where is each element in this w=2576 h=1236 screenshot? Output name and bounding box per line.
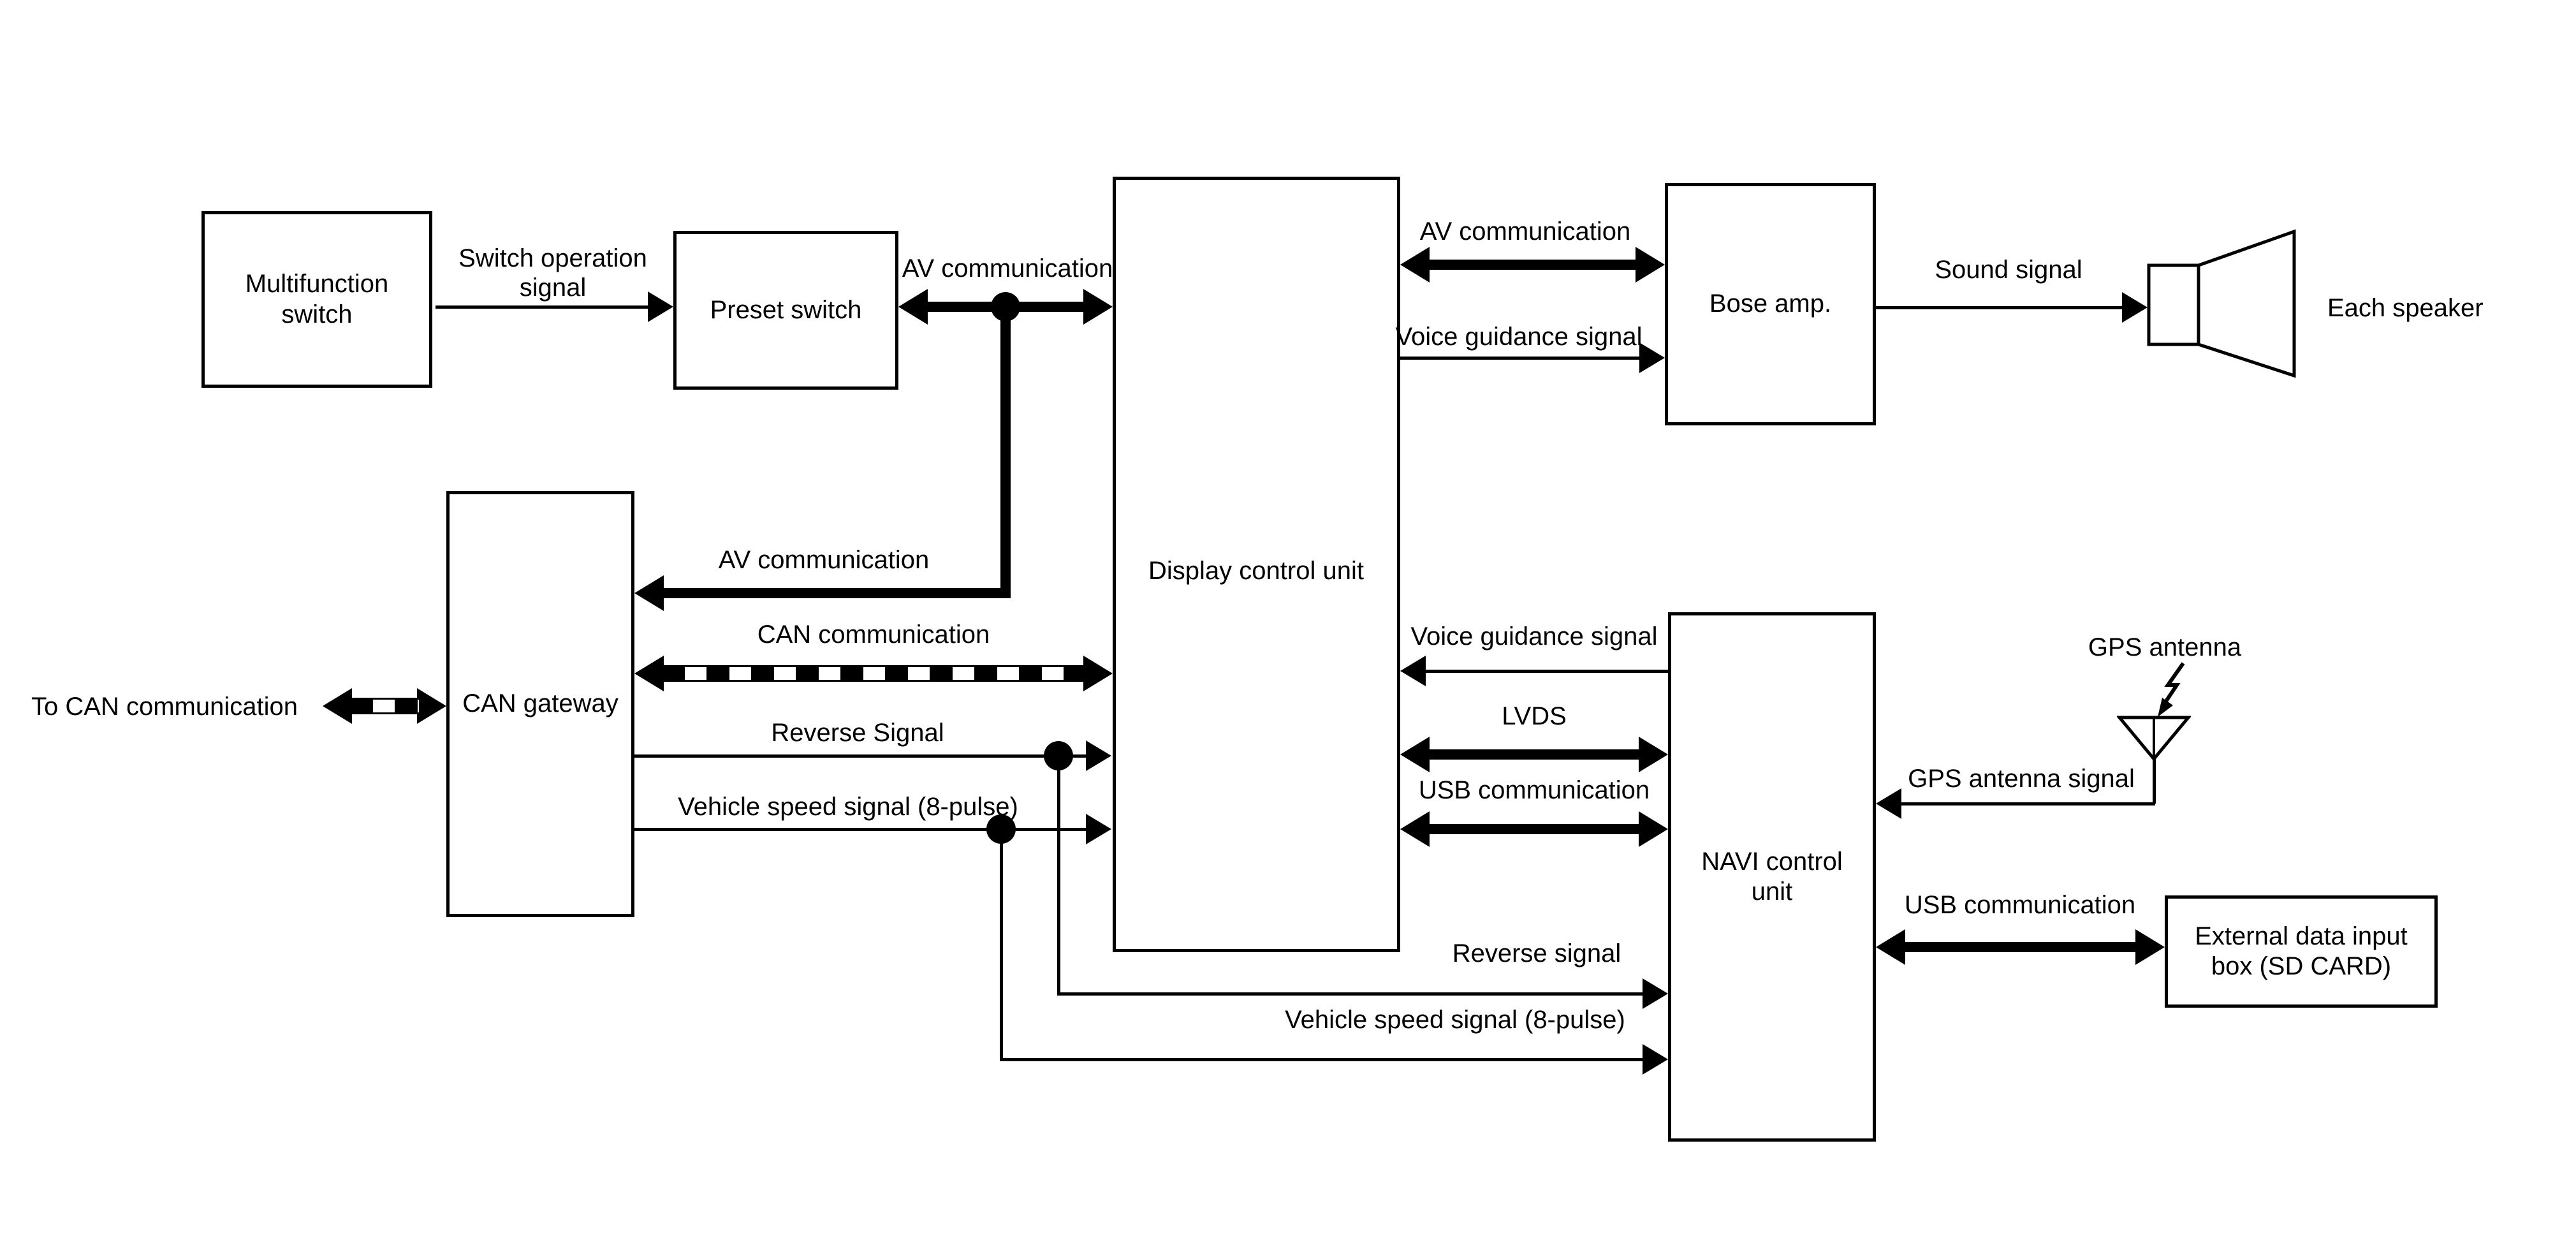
av-bose-arrowhead-right-icon <box>1636 247 1665 283</box>
gps-antenna-stem-line <box>2153 759 2156 804</box>
vehicle-speed-bottom-label: Vehicle speed signal (8-pulse) <box>1285 1006 1625 1034</box>
reverse-branch-vertical-line <box>1057 756 1060 995</box>
lvds-arrowhead-right-icon <box>1639 737 1668 772</box>
av-branch-vertical-line <box>1000 302 1011 598</box>
gps-antenna-icon <box>2117 716 2191 761</box>
reverse-branch-arrowhead-icon <box>1643 978 1668 1009</box>
to-can-arrowhead-left-icon <box>323 688 352 724</box>
to-can-dashed-line <box>348 698 421 714</box>
av-preset-arrowhead-right-icon <box>1083 289 1113 325</box>
speaker-icon <box>2144 227 2301 380</box>
can-comm-arrowhead-left-icon <box>634 656 664 691</box>
usb-navi-arrowhead-left-icon <box>1400 811 1430 847</box>
av-preset-arrowhead-left-icon <box>898 289 928 325</box>
usb-external-arrowhead-left-icon <box>1876 929 1905 965</box>
display-control-unit-label: Display control unit <box>1148 557 1364 585</box>
switch-operation-arrowhead-icon <box>648 291 673 322</box>
gps-signal-arrowhead-icon <box>1876 788 1901 819</box>
voice-navi-line <box>1426 670 1668 673</box>
reverse-signal-bottom-label: Reverse signal <box>1452 939 1621 967</box>
vehicle-branch-vertical-line <box>1000 829 1003 1061</box>
lvds-label: LVDS <box>1502 702 1567 730</box>
bose-amp-box: Bose amp. <box>1665 183 1876 425</box>
av-gateway-label: AV communication <box>718 546 930 574</box>
lightning-arrow-icon <box>2146 661 2197 718</box>
voice-navi-label: Voice guidance signal <box>1410 622 1658 651</box>
usb-external-label: USB communication <box>1904 891 2136 919</box>
voice-bose-arrowhead-icon <box>1639 342 1665 373</box>
av-bose-arrowhead-left-icon <box>1400 247 1430 283</box>
usb-navi-line <box>1426 824 1643 834</box>
voice-bose-line <box>1400 357 1639 360</box>
preset-switch-box: Preset switch <box>673 231 898 390</box>
gps-signal-line <box>1901 802 2155 806</box>
usb-navi-arrowhead-right-icon <box>1639 811 1668 847</box>
gps-signal-label: GPS antenna signal <box>1908 765 2135 793</box>
vehicle-speed-top-label: Vehicle speed signal (8-pulse) <box>678 793 1018 821</box>
lvds-arrowhead-left-icon <box>1400 737 1430 772</box>
to-can-arrowhead-right-icon <box>417 688 446 724</box>
usb-external-line <box>1901 942 2139 952</box>
multifunction-switch-box: Multifunction switch <box>201 211 432 388</box>
vehicle-speed-arrowhead-icon <box>1086 814 1111 844</box>
usb-navi-label: USB communication <box>1418 776 1650 804</box>
voice-navi-arrowhead-icon <box>1400 656 1426 686</box>
vehicle-branch-line <box>1000 1058 1643 1061</box>
sound-signal-label: Sound signal <box>1935 256 2082 284</box>
av-preset-label: AV communication <box>902 254 1113 283</box>
switch-operation-signal-label: Switch operation signal <box>458 244 647 302</box>
vehicle-speed-line <box>634 828 1086 831</box>
each-speaker-label: Each speaker <box>2327 294 2484 322</box>
av-bose-line <box>1426 260 1639 270</box>
sound-signal-line <box>1876 306 2122 309</box>
reverse-signal-arrowhead-icon <box>1086 740 1111 771</box>
av-bose-label: AV communication <box>1419 217 1631 246</box>
reverse-signal-line <box>634 754 1086 758</box>
usb-external-arrowhead-right-icon <box>2135 929 2165 965</box>
can-comm-label: CAN communication <box>757 621 990 649</box>
can-comm-dashed-line <box>660 665 1087 682</box>
lvds-line <box>1426 749 1643 760</box>
gps-antenna-label: GPS antenna <box>2088 633 2242 661</box>
navi-control-unit-box: NAVI control unit <box>1668 612 1876 1142</box>
switch-operation-signal-line <box>435 305 648 309</box>
can-comm-arrowhead-right-icon <box>1083 656 1113 691</box>
display-control-unit-box <box>1113 177 1400 952</box>
vehicle-branch-arrowhead-icon <box>1643 1044 1668 1075</box>
sound-signal-arrowhead-icon <box>2122 292 2148 323</box>
voice-bose-label: Voice guidance signal <box>1395 323 1643 351</box>
av-gateway-arrowhead-icon <box>634 575 664 611</box>
reverse-branch-line <box>1057 992 1643 996</box>
external-data-input-box: External data input box (SD CARD) <box>2165 895 2438 1008</box>
reverse-signal-top-label: Reverse Signal <box>771 719 944 747</box>
to-can-label: To CAN communication <box>31 693 298 721</box>
av-gateway-line <box>660 588 1011 598</box>
can-gateway-box: CAN gateway <box>446 491 634 917</box>
